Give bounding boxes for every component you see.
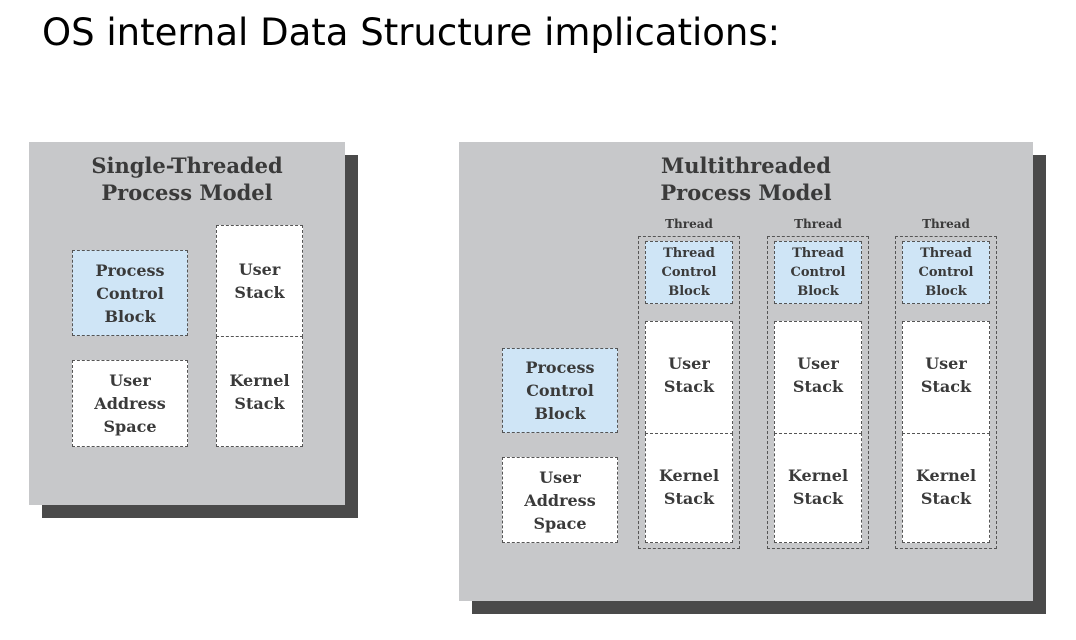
thread-control-block: Thread Control Block	[902, 241, 990, 304]
tcb-line: Control	[790, 265, 846, 280]
thread-label: Thread	[794, 217, 842, 231]
single-user-stack: User Stack	[216, 225, 303, 337]
thread-user-stack-line: User	[925, 354, 967, 373]
thread-label: Thread	[922, 217, 970, 231]
thread-user-stack: User Stack	[645, 321, 733, 434]
thread-user-stack: User Stack	[774, 321, 862, 434]
single-pcb-line: Block	[104, 306, 156, 326]
tcb-line: Block	[797, 284, 839, 299]
multi-address-line: Space	[533, 513, 587, 533]
multi-pcb-line: Process	[525, 358, 595, 377]
single-address-line: Address	[94, 394, 166, 413]
thread-kernel-stack-line: Stack	[663, 489, 715, 508]
single-pcb-line: Process	[95, 260, 165, 280]
thread-kernel-stack: Kernel Stack	[774, 433, 862, 543]
single-process-control-block: Process Control Block	[72, 250, 188, 336]
thread-label: Thread	[665, 217, 713, 231]
slide-title: OS internal Data Structure implications:	[42, 11, 781, 54]
tcb-line: Thread	[792, 246, 844, 261]
single-threaded-title-line1: Single-Threaded	[91, 153, 283, 178]
multithreaded-title: Multithreaded Process Model	[459, 152, 1033, 206]
tcb-line: Block	[925, 284, 967, 299]
thread-container	[895, 236, 997, 549]
multithreaded-title-line2: Process Model	[660, 180, 832, 205]
thread-user-stack-line: User	[668, 354, 710, 373]
thread-container	[638, 236, 740, 549]
tcb-line: Control	[918, 265, 974, 280]
multi-user-address-space: User Address Space	[502, 457, 618, 543]
multi-pcb-line: Control	[526, 381, 594, 400]
tcb-line: Block	[668, 284, 710, 299]
single-user-stack-line: Stack	[234, 283, 285, 302]
thread-user-stack-line: Stack	[663, 377, 715, 396]
single-threaded-title-line2: Process Model	[101, 180, 273, 205]
multi-address-line: User	[539, 467, 581, 487]
thread-user-stack-line: Stack	[920, 377, 972, 396]
multithreaded-panel: Multithreaded Process Model Process Cont…	[459, 142, 1033, 601]
thread-kernel-stack-line: Stack	[792, 489, 844, 508]
single-kernel-stack: Kernel Stack	[216, 336, 303, 447]
single-address-line: User	[109, 371, 151, 390]
thread-user-stack-line: Stack	[792, 377, 844, 396]
single-user-stack-line: User	[238, 260, 281, 279]
thread-control-block: Thread Control Block	[774, 241, 862, 304]
thread-control-block: Thread Control Block	[645, 241, 733, 304]
single-threaded-title: Single-Threaded Process Model	[29, 152, 345, 206]
thread-kernel-stack-line: Kernel	[915, 466, 977, 485]
multithreaded-title-line1: Multithreaded	[661, 153, 831, 178]
thread-user-stack-line: User	[797, 354, 839, 373]
thread-kernel-stack: Kernel Stack	[902, 433, 990, 543]
tcb-line: Thread	[663, 246, 715, 261]
single-kernel-stack-line: Kernel	[229, 371, 290, 390]
single-user-address-space: User Address Space	[72, 360, 188, 447]
single-address-line: Space	[103, 417, 157, 436]
multi-process-control-block: Process Control Block	[502, 348, 618, 433]
tcb-line: Thread	[920, 246, 972, 261]
thread-kernel-stack-line: Stack	[920, 489, 972, 508]
thread-kernel-stack-line: Kernel	[787, 466, 849, 485]
single-threaded-panel: Single-Threaded Process Model Process Co…	[29, 142, 345, 505]
single-pcb-line: Control	[96, 283, 164, 303]
single-kernel-stack-line: Stack	[234, 394, 285, 413]
multi-address-line: Address	[524, 490, 596, 510]
tcb-line: Control	[661, 265, 717, 280]
thread-container	[767, 236, 869, 549]
multi-pcb-line: Block	[534, 404, 586, 423]
thread-kernel-stack-line: Kernel	[658, 466, 720, 485]
thread-user-stack: User Stack	[902, 321, 990, 434]
thread-kernel-stack: Kernel Stack	[645, 433, 733, 543]
